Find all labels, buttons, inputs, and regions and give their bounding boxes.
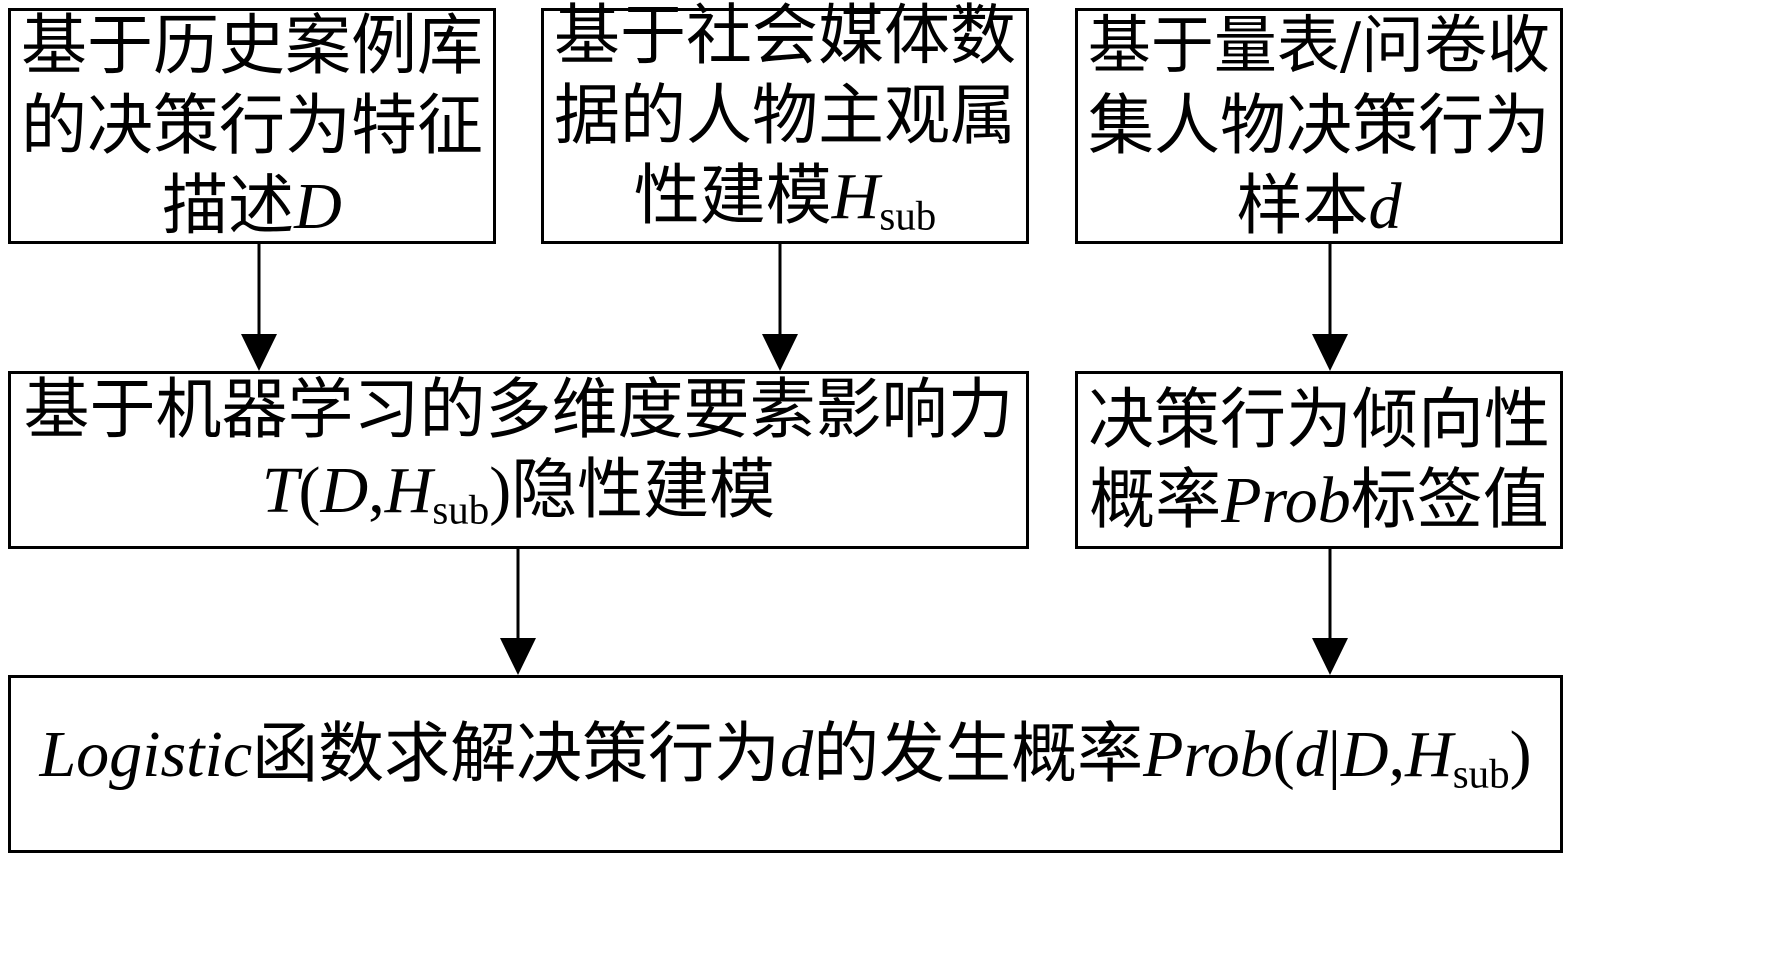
box-ml-line2: T(D,Hsub)隐性建模 — [262, 450, 775, 550]
box-social-line2: 据的人物主观属 — [554, 76, 1016, 154]
box-history-line3: 描述D — [162, 166, 342, 247]
var-d: d — [780, 717, 814, 791]
var-H: H — [831, 159, 880, 233]
var-D: D — [320, 453, 369, 527]
box-social-line3: 性建模Hsub — [634, 156, 937, 256]
box-logistic-line: Logistic函数求解决策行为d的发生概率Prob(d|D,Hsub) — [39, 714, 1531, 814]
box-survey-line3: 样本d — [1237, 166, 1402, 247]
arrowhead-prob — [1312, 638, 1348, 675]
arrowhead-history — [241, 334, 277, 371]
var-Prob: Prob — [1221, 463, 1351, 537]
conditional-bar: | — [1327, 717, 1341, 791]
box-prob-line1: 决策行为倾向性 — [1088, 380, 1550, 458]
subscript-sub: sub — [879, 193, 937, 239]
var-T: T — [261, 453, 299, 527]
var-H: H — [384, 453, 433, 527]
box-prob-line2-post: 标签值 — [1350, 460, 1549, 538]
subscript-sub: sub — [432, 487, 490, 533]
box-social-line3-text: 性建模 — [633, 156, 832, 234]
box-social-line1: 基于社会媒体数 — [554, 0, 1016, 74]
box-survey-line3-text: 样本 — [1236, 166, 1369, 244]
paren-close: ) — [489, 453, 512, 527]
paren-open: ( — [298, 453, 321, 527]
box-survey-line1: 基于量表/问卷收 — [1087, 8, 1551, 82]
box-history-line2: 的决策行为特征 — [21, 86, 483, 164]
box-ml-implicit-modeling: 基于机器学习的多维度要素影响力 T(D,Hsub)隐性建模 — [8, 371, 1029, 549]
arrowhead-social — [762, 334, 798, 371]
box-prob-line2: 概率Prob标签值 — [1089, 460, 1549, 541]
box-history-line3-text: 描述 — [162, 166, 295, 244]
box-ml-line2-text: 隐性建模 — [511, 450, 776, 528]
var-D: D — [294, 169, 342, 243]
arrowhead-ml — [500, 638, 536, 675]
var-Prob: Prob — [1143, 717, 1273, 791]
box-probability-label: 决策行为倾向性 概率Prob标签值 — [1075, 371, 1563, 549]
var-H: H — [1405, 717, 1453, 791]
box-survey-samples: 基于量表/问卷收 集人物决策行为 样本d — [1075, 8, 1563, 244]
box-history-case-features: 基于历史案例库 的决策行为特征 描述D — [8, 6, 496, 247]
comma: , — [368, 453, 385, 527]
arrowhead-survey — [1312, 334, 1348, 371]
var-d: d — [1294, 717, 1328, 791]
comma: , — [1388, 717, 1406, 791]
box-logistic-text1: 函数求解决策行为 — [252, 714, 781, 792]
var-d: d — [1368, 169, 1402, 243]
var-Logistic: Logistic — [39, 717, 253, 791]
box-ml-line1: 基于机器学习的多维度要素影响力 — [23, 370, 1014, 448]
box-history-line1: 基于历史案例库 — [21, 6, 483, 84]
var-D: D — [1340, 717, 1389, 791]
box-survey-line2: 集人物决策行为 — [1088, 86, 1550, 164]
box-prob-line2-pre: 概率 — [1089, 460, 1222, 538]
paren-close: ) — [1509, 717, 1532, 791]
subscript-sub: sub — [1452, 751, 1510, 797]
box-social-media-modeling: 基于社会媒体数 据的人物主观属 性建模Hsub — [541, 0, 1029, 244]
paren-open: ( — [1272, 717, 1295, 791]
box-logistic-text2: 的发生概率 — [813, 714, 1144, 792]
box-logistic-solution: Logistic函数求解决策行为d的发生概率Prob(d|D,Hsub) — [8, 675, 1563, 853]
